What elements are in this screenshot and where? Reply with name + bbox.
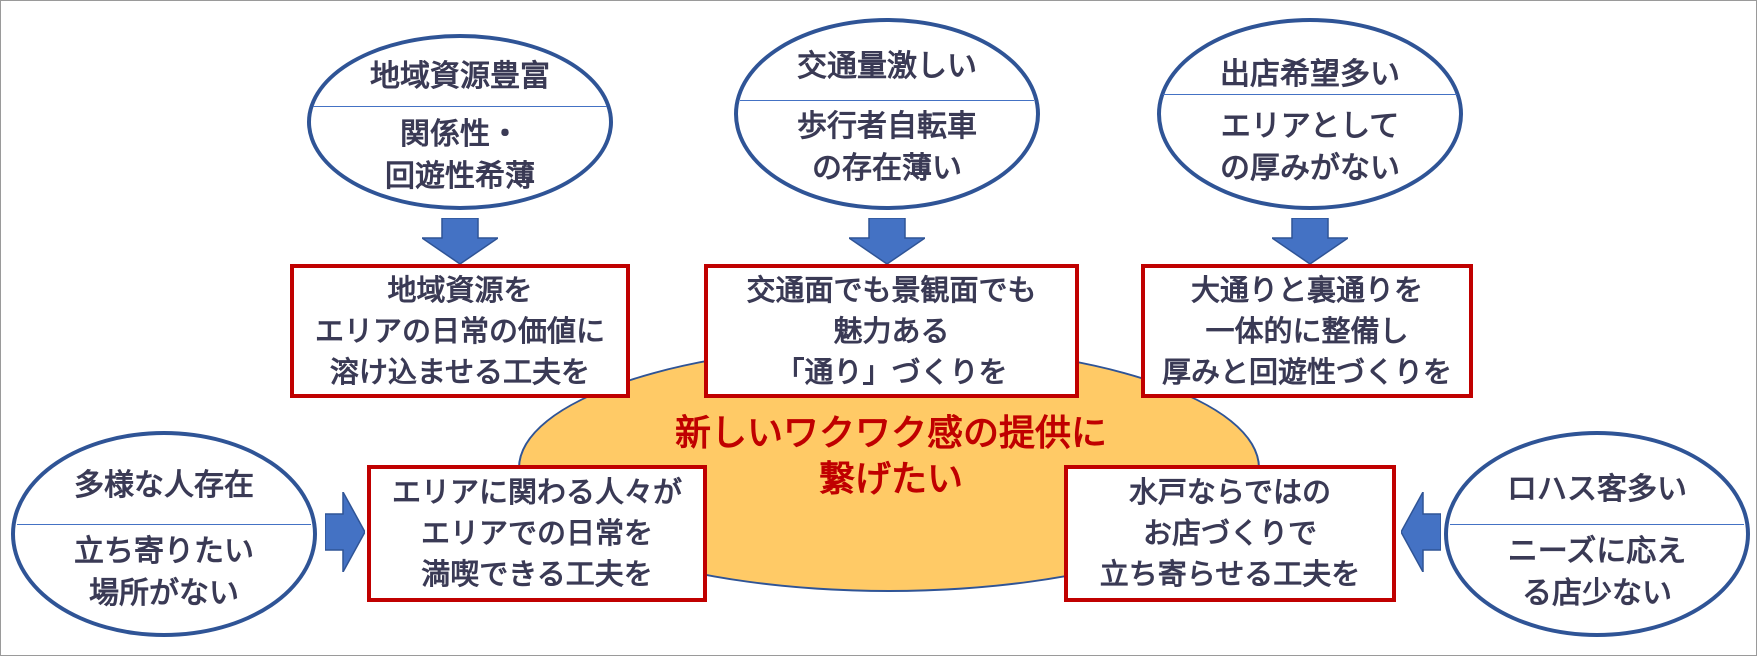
- issue-detail: 歩行者自転車 の存在薄い: [738, 106, 1036, 190]
- issue-ellipse-bottom-left: 多様な人存在 立ち寄りたい 場所がない: [11, 431, 317, 637]
- issue-detail-line: 立ち寄りたい: [74, 534, 254, 569]
- goal-line-1: 新しいワクワク感の提供に: [674, 413, 1107, 454]
- issue-detail: 立ち寄りたい 場所がない: [15, 531, 313, 615]
- issue-ellipse-top-left: 地域資源豊富 関係性・ 回遊性希薄: [307, 34, 613, 210]
- goal-line-2: 繋げたい: [818, 459, 963, 500]
- arrow-right-icon: [325, 492, 365, 572]
- arrow-down-icon: [849, 218, 925, 264]
- action-line: エリアに関わる人々が: [391, 475, 682, 509]
- issue-detail-line: る店少ない: [1522, 576, 1672, 611]
- action-text: 大通りと裏通りを 一体的に整備し 厚みと回遊性づくりを: [1162, 270, 1452, 393]
- issue-detail-line: 場所がない: [89, 576, 239, 611]
- issue-divider: [1450, 524, 1744, 525]
- action-line: 溶け込ませる工夫を: [329, 354, 591, 389]
- issue-detail-line: 回遊性希薄: [385, 159, 535, 194]
- action-line: 厚みと回遊性づくりを: [1161, 354, 1452, 389]
- action-line: 一体的に整備し: [1205, 313, 1409, 348]
- action-line: 地域資源を: [387, 272, 533, 307]
- action-line: 交通面でも景観面でも: [746, 272, 1037, 307]
- issue-ellipse-top-right: 出店希望多い エリアとして の厚みがない: [1157, 18, 1463, 210]
- arrow-down-icon: [422, 218, 498, 264]
- issue-title: ロハス客多い: [1507, 472, 1687, 507]
- action-box-bottom-left: エリアに関わる人々が エリアでの日常を 満喫できる工夫を: [367, 465, 707, 602]
- issue-title: 多様な人存在: [74, 468, 254, 503]
- issue-detail-line: の厚みがない: [1220, 151, 1400, 186]
- action-line: 満喫できる工夫を: [421, 557, 653, 591]
- action-line: エリアでの日常を: [420, 516, 653, 550]
- issue-ellipse-bottom-right: ロハス客多い ニーズに応え る店少ない: [1444, 431, 1750, 637]
- action-line: 大通りと裏通りを: [1190, 272, 1423, 307]
- issue-ellipse-top-center: 交通量激しい 歩行者自転車 の存在薄い: [734, 18, 1040, 210]
- arrow-left-icon: [1401, 492, 1441, 572]
- issue-divider: [17, 524, 311, 525]
- action-box-top-left: 地域資源を エリアの日常の価値に 溶け込ませる工夫を: [290, 264, 630, 398]
- action-line: お店づくりで: [1142, 516, 1317, 550]
- action-line: 「通り」づくりを: [775, 354, 1008, 389]
- action-line: 水戸ならではの: [1128, 475, 1332, 509]
- action-text: エリアに関わる人々が エリアでの日常を 満喫できる工夫を: [392, 472, 682, 595]
- issue-detail-line: の存在薄い: [812, 151, 962, 186]
- issue-title: 交通量激しい: [797, 49, 977, 84]
- action-line: 立ち寄らせる工夫を: [1099, 557, 1361, 591]
- action-line: エリアの日常の価値に: [314, 313, 605, 348]
- action-box-top-center: 交通面でも景観面でも 魅力ある 「通り」づくりを: [704, 264, 1079, 398]
- action-box-top-right: 大通りと裏通りを 一体的に整備し 厚みと回遊性づくりを: [1141, 264, 1473, 398]
- issue-detail-line: エリアとして: [1220, 109, 1400, 144]
- issue-divider: [1163, 94, 1457, 95]
- action-text: 交通面でも景観面でも 魅力ある 「通り」づくりを: [746, 270, 1036, 393]
- action-box-bottom-right: 水戸ならではの お店づくりで 立ち寄らせる工夫を: [1064, 465, 1396, 602]
- arrow-down-icon: [1272, 218, 1348, 264]
- issue-detail: エリアとして の厚みがない: [1161, 106, 1459, 190]
- goal-text: 新しいワクワク感の提供に 繋げたい: [641, 411, 1141, 503]
- issue-title: 地域資源豊富: [370, 59, 550, 94]
- action-text: 水戸ならではの お店づくりで 立ち寄らせる工夫を: [1100, 472, 1360, 595]
- issue-detail: 関係性・ 回遊性希薄: [311, 114, 609, 198]
- issue-divider: [313, 106, 607, 107]
- issue-detail-line: ニーズに応え: [1507, 534, 1687, 569]
- action-text: 地域資源を エリアの日常の価値に 溶け込ませる工夫を: [315, 270, 605, 393]
- issue-detail-line: 関係性・: [400, 117, 520, 152]
- issue-detail-line: 歩行者自転車: [797, 109, 977, 144]
- issue-detail: ニーズに応え る店少ない: [1448, 531, 1746, 615]
- issue-title: 出店希望多い: [1220, 57, 1400, 92]
- issue-divider: [740, 100, 1034, 101]
- action-line: 魅力ある: [833, 313, 950, 348]
